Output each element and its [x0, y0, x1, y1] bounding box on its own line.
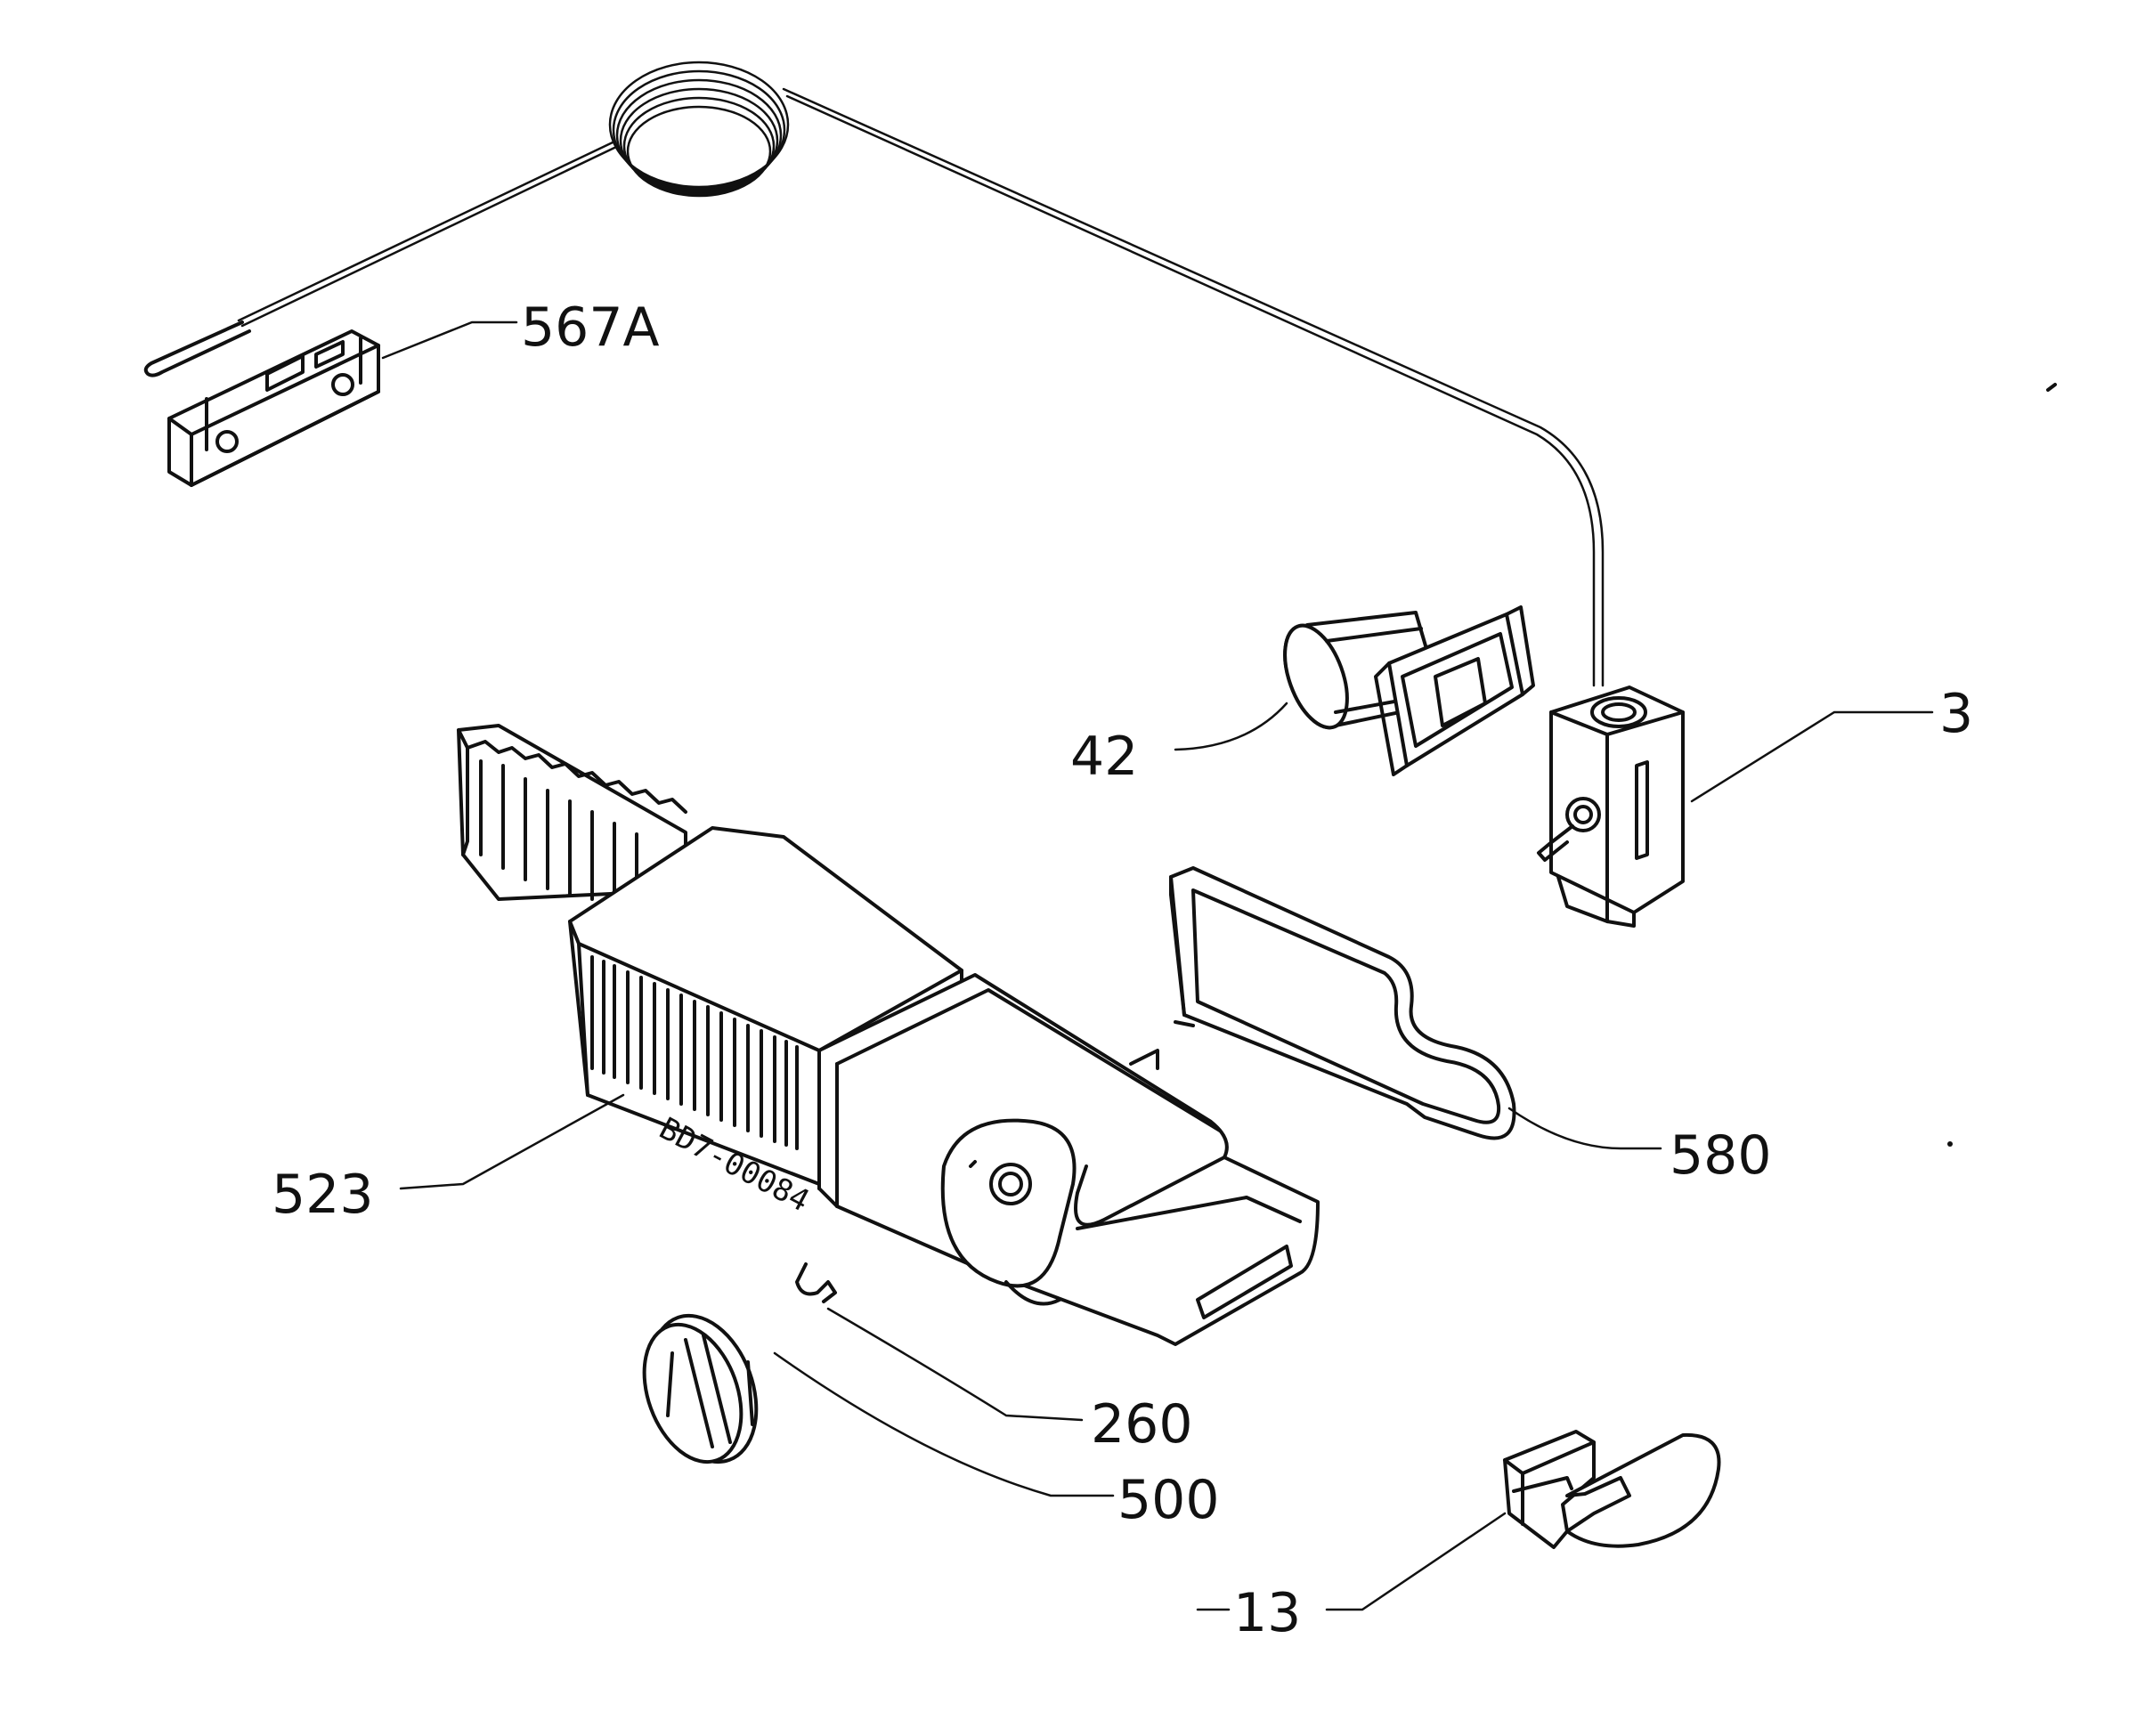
callout-3: 3: [1939, 683, 1973, 745]
stray-dot: [1947, 1141, 1953, 1147]
callout-260: 260: [1091, 1393, 1193, 1456]
stray-mark: [2046, 383, 2057, 392]
lamp-holder-42: [1283, 605, 1535, 776]
leader-42: [1174, 702, 1288, 751]
leader-567A: [381, 320, 518, 360]
leader-580: [1507, 1107, 1662, 1150]
leader-523: [399, 1093, 625, 1190]
sensor-clip-567A: [167, 329, 380, 487]
callout-567A: 567A: [521, 296, 660, 359]
callout-500: 500: [1117, 1469, 1220, 1531]
callout-13: 13: [1233, 1582, 1301, 1644]
leader-3: [1690, 710, 1934, 803]
gasket-plate-580: [1169, 866, 1516, 1140]
thermostat-3: [1537, 685, 1685, 928]
callout-42: 42: [1070, 726, 1138, 788]
leader-500: [773, 1351, 1115, 1497]
callout-580: 580: [1670, 1124, 1772, 1187]
capillary-tube: [143, 61, 1605, 687]
callout-523: 523: [272, 1164, 374, 1226]
leader-260: [826, 1307, 1084, 1422]
thermostat-housing-523: [457, 724, 1320, 1346]
spring-clip-260: [795, 1262, 837, 1303]
knob-500: [642, 1313, 759, 1464]
leader-13: [1325, 1512, 1507, 1611]
cam-bracket-13: [1503, 1430, 1721, 1549]
